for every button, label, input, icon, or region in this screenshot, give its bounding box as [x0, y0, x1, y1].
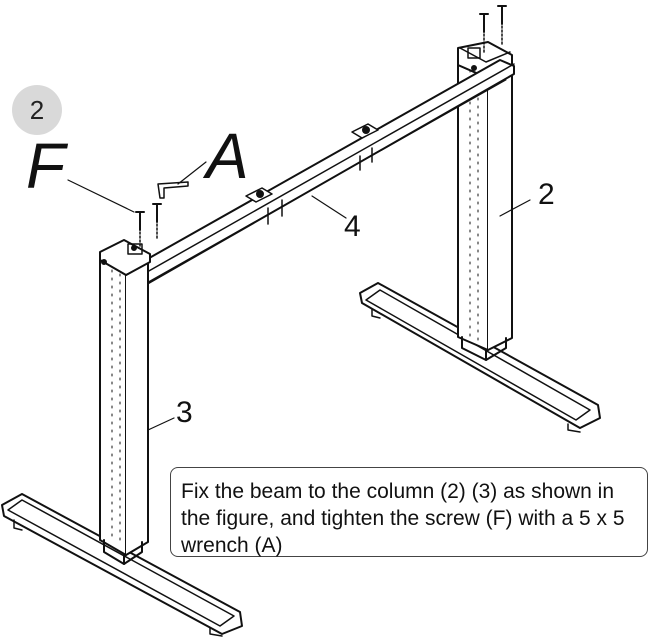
- instruction-text: Fix the beam to the column (2) (3) as sh…: [181, 480, 625, 557]
- crossbeam: [127, 59, 515, 289]
- screw-F-right: [479, 5, 507, 53]
- screw-F-left: [135, 203, 162, 247]
- left-foot: [1, 493, 243, 637]
- part-label-column-right: 2: [538, 178, 555, 211]
- part-label-column-left: 3: [176, 396, 193, 429]
- part-label-beam: 4: [344, 210, 361, 243]
- left-column: [99, 239, 151, 565]
- step-number-badge: 2: [12, 85, 62, 135]
- screw-label: F: [26, 130, 66, 202]
- wrench-label: A: [206, 120, 249, 192]
- instruction-box: Fix the beam to the column (2) (3) as sh…: [170, 467, 648, 557]
- right-foot: [359, 282, 601, 433]
- wrench-A: [157, 181, 189, 199]
- leader-lines: [67, 161, 531, 431]
- right-column: [457, 41, 513, 361]
